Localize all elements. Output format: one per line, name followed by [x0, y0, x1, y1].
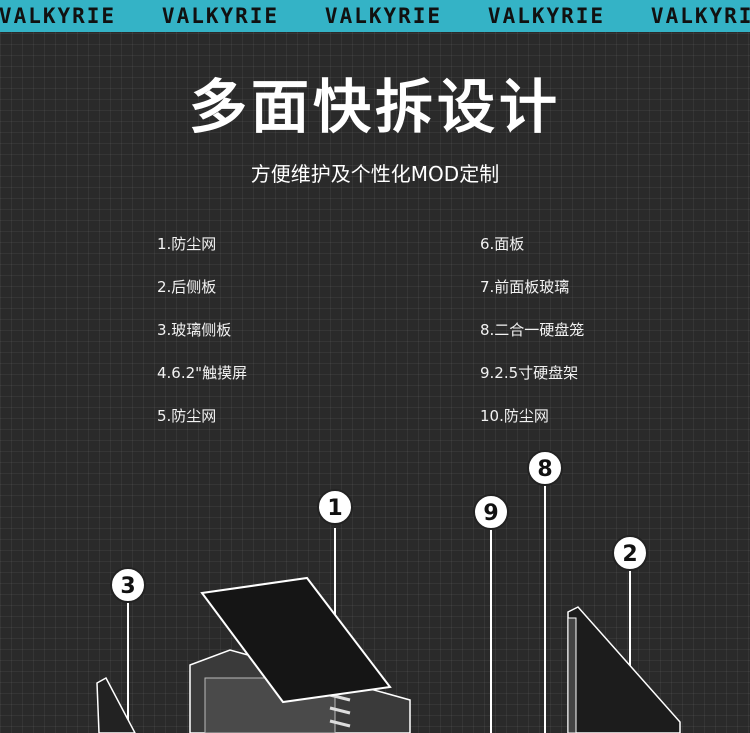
parts-list-left: 1.防尘网 2.后侧板 3.玻璃侧板 4.6.2"触摸屏 5.防尘网 — [157, 232, 247, 447]
part-item: 1.防尘网 — [157, 235, 217, 253]
glass-side-panel — [96, 676, 136, 733]
brand-logo: VALKYRIE — [161, 4, 280, 28]
callout-8: 8 — [527, 450, 563, 486]
brand-banner: VALKYRIE VALKYRIE VALKYRIE VALKYRIE VALK… — [0, 0, 750, 32]
brand-logo: VALKYRIE — [650, 4, 750, 28]
callout-3: 3 — [110, 567, 146, 603]
part-item: 8.二合一硬盘笼 — [480, 321, 585, 339]
part-item: 7.前面板玻璃 — [480, 278, 570, 296]
part-item: 6.面板 — [480, 235, 525, 253]
svg-text:1: 1 — [327, 496, 342, 521]
page-title: 多面快拆设计 — [188, 73, 561, 141]
part-item: 10.防尘网 — [480, 407, 549, 425]
case-exploded-diagram: 1 3 8 9 2 — [96, 450, 681, 733]
part-item: 9.2.5寸硬盘架 — [480, 364, 579, 382]
callout-1: 1 — [317, 489, 353, 525]
parts-list-right: 6.面板 7.前面板玻璃 8.二合一硬盘笼 9.2.5寸硬盘架 10.防尘网 — [480, 232, 584, 447]
part-item: 5.防尘网 — [157, 407, 217, 425]
part-item: 3.玻璃侧板 — [157, 321, 232, 339]
brand-logo: VALKYRIE — [487, 4, 606, 28]
rear-side-panel — [567, 606, 681, 733]
svg-text:2: 2 — [622, 542, 637, 567]
callout-9: 9 — [473, 494, 509, 530]
brand-logo: VALKYRIE — [0, 4, 117, 28]
brand-logo: VALKYRIE — [324, 4, 443, 28]
dust-filter-panel — [200, 576, 392, 704]
callout-2: 2 — [612, 535, 648, 571]
page-subtitle: 方便维护及个性化MOD定制 — [250, 162, 500, 186]
svg-text:8: 8 — [537, 457, 552, 482]
svg-text:9: 9 — [483, 501, 498, 526]
part-item: 4.6.2"触摸屏 — [157, 364, 248, 382]
svg-text:3: 3 — [120, 574, 135, 599]
part-item: 2.后侧板 — [157, 278, 217, 296]
